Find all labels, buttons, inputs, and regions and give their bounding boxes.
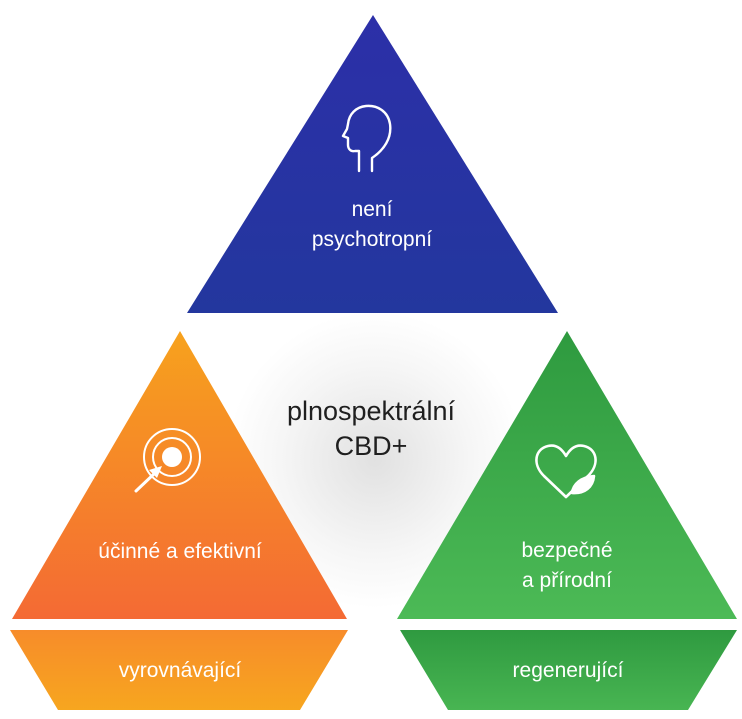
right-base-trapezoid <box>400 630 737 710</box>
center-label-line2: CBD+ <box>334 431 408 461</box>
top-label-line2: psychotropní <box>311 228 433 251</box>
right-label-line2: a přírodní <box>522 569 612 592</box>
target-icon <box>134 428 201 493</box>
left-base-trapezoid <box>10 630 348 710</box>
right-triangle <box>397 331 737 619</box>
left-label: účinné a efektivní <box>98 540 262 563</box>
center-label-line1: plnospektrální <box>286 396 456 426</box>
top-label-line1: není <box>351 198 393 221</box>
left-base-label: vyrovnávající <box>118 659 242 682</box>
right-label: bezpečné a přírodní <box>417 536 717 596</box>
right-base-label: regenerující <box>512 659 624 682</box>
right-label-line1: bezpečné <box>521 539 613 562</box>
head-profile-icon <box>341 104 392 173</box>
heart-leaf-icon <box>535 444 597 499</box>
top-label: není psychotropní <box>222 195 522 255</box>
center-label: plnospektrální CBD+ <box>221 394 521 464</box>
